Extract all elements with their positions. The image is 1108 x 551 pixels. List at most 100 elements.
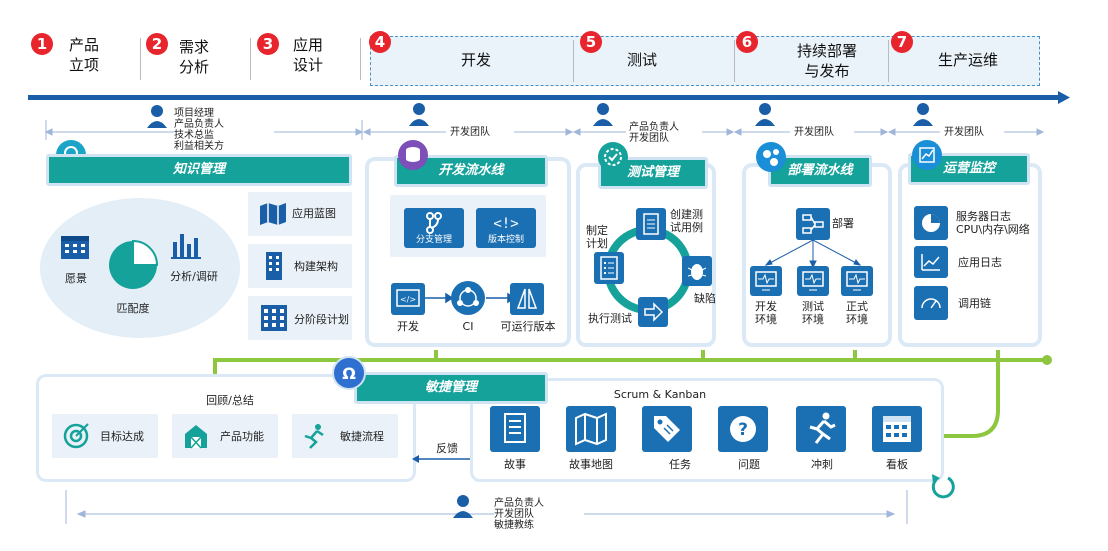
env-dev-tile: [750, 266, 782, 296]
bottom-roles: 产品负责人 开发团队 敏捷教练: [494, 498, 584, 531]
side-item-phased-plan: 分阶段计划: [294, 313, 349, 326]
retro-item-feature: 产品功能: [220, 430, 264, 443]
stage-7-number: 7: [891, 31, 913, 53]
trend-chart-icon: [912, 140, 942, 170]
scrum-panel: [470, 378, 944, 482]
env-dev-label: 开发 环境: [755, 300, 777, 326]
test-item-plan: 制定 计划: [586, 224, 608, 250]
retro-title: 回顾/总结: [206, 394, 254, 407]
person-icon: [409, 103, 429, 126]
env-prod-tile: [841, 266, 873, 296]
ci-tile: [451, 281, 485, 315]
person-icon: [147, 105, 167, 128]
test-case-tile: [636, 208, 666, 240]
stage-1-label: 产品 立项: [68, 36, 99, 74]
knowledge-item-analysis: 分析/调研: [170, 270, 218, 283]
retro-item-process: 敏捷流程: [340, 430, 384, 443]
dev-flow-arrows: [424, 292, 516, 304]
scrum-item-sprint: 冲刺: [811, 458, 833, 471]
deploy-fan-lines: [764, 240, 862, 268]
stage-divider: [250, 38, 251, 80]
svg-text:?: ?: [738, 420, 748, 440]
building-icon: [266, 252, 282, 280]
story-map-tile: [566, 406, 616, 452]
code-tile: </>: [391, 283, 425, 315]
stage-6-label: 持续部署 与发布: [796, 42, 857, 80]
env-test-label: 测试 环境: [802, 300, 824, 326]
dev-roles: 开发团队: [446, 127, 514, 138]
retro-item-box: [292, 414, 398, 458]
test-item-defect: 缺陷: [694, 292, 716, 305]
side-item-blueprint: 应用蓝图: [292, 207, 336, 220]
deploy-tile: [796, 208, 830, 240]
svg-text:</>: </>: [400, 295, 416, 304]
stage-2-number: 2: [146, 33, 168, 55]
stage-divider: [573, 40, 574, 82]
agile-banner: 敏捷管理: [354, 372, 548, 404]
story-tile: [490, 406, 540, 452]
skater-icon: [304, 424, 324, 449]
plan-tile: [594, 252, 624, 284]
stage-2-label: 需求 分析: [178, 38, 209, 76]
side-item-architecture: 构建架构: [294, 260, 338, 273]
flow-line: [213, 350, 1052, 438]
execute-tile: [638, 297, 668, 327]
cycle-arrow-icon: [931, 474, 955, 499]
deploy-roles: 开发团队: [790, 127, 854, 138]
person-icon: [593, 103, 613, 126]
side-item-box: [248, 244, 352, 288]
app-log-tile: [914, 246, 948, 278]
version-tile: <!> 版本控制: [476, 208, 536, 248]
stage-6-number: 6: [736, 31, 758, 53]
stage-divider: [140, 38, 141, 80]
target-icon: [63, 423, 89, 449]
knowledge-item-fit: 匹配度: [116, 302, 150, 315]
gear-check-icon: [598, 142, 628, 172]
trace-tile: [914, 286, 948, 320]
ops-roles: 开发团队: [940, 127, 1004, 138]
person-icon: [755, 103, 775, 126]
stage-3-label: 应用 设计: [292, 36, 323, 74]
stage-divider: [888, 40, 889, 82]
scrum-title: Scrum & Kanban: [613, 388, 707, 401]
ops-item-app-log: 应用日志: [958, 256, 1002, 269]
issue-tile: ?: [718, 406, 768, 452]
deploy-top-label: 部署: [832, 217, 854, 230]
test-item-create-case: 创建测 试用例: [670, 208, 703, 234]
deploy-panel: [742, 163, 892, 347]
database-icon: [398, 140, 428, 170]
barn-icon: [185, 425, 207, 449]
planning-roles: 项目经理 产品负责人 技术总监 利益相关方: [174, 108, 274, 152]
omega-icon: Ω: [332, 356, 366, 390]
branch-tile: 分支管理: [404, 208, 464, 248]
knowledge-item-vision: 愿景: [65, 272, 87, 285]
person-icon: [453, 495, 473, 518]
feedback-label: 反馈: [432, 442, 462, 455]
retro-item-box: [52, 414, 158, 458]
dev-flow-ci: CI: [462, 320, 474, 333]
test-item-execute: 执行测试: [588, 312, 632, 325]
env-prod-label: 正式 环境: [846, 300, 868, 326]
bug-tile: [682, 256, 712, 286]
scrum-item-task: 任务: [669, 458, 691, 471]
stage-divider: [734, 40, 735, 82]
stage-1-number: 1: [31, 33, 53, 55]
stage-3-number: 3: [257, 33, 279, 55]
ops-item-server-log: 服务器日志 CPU\内存\网络: [956, 210, 1030, 236]
grid-plan-icon: [261, 305, 287, 331]
stage-4-number: 4: [369, 31, 391, 53]
kanban-tile: [872, 406, 922, 452]
test-roles: 产品负责人 开发团队: [626, 122, 702, 144]
share-nodes-icon: [756, 142, 786, 172]
server-log-tile: [914, 206, 948, 240]
release-tile: [510, 283, 544, 315]
scrum-item-kanban: 看板: [886, 458, 908, 471]
pie-chart-icon: [109, 239, 159, 289]
stage-4-label: 开发: [460, 51, 491, 69]
knowledge-banner: 知识管理: [46, 154, 352, 186]
stage-5-label: 测试: [626, 51, 657, 69]
scrum-item-story: 故事: [504, 458, 526, 471]
stage-divider: [360, 38, 361, 80]
bottom-role-span: [65, 490, 908, 524]
person-icon: [913, 103, 933, 126]
